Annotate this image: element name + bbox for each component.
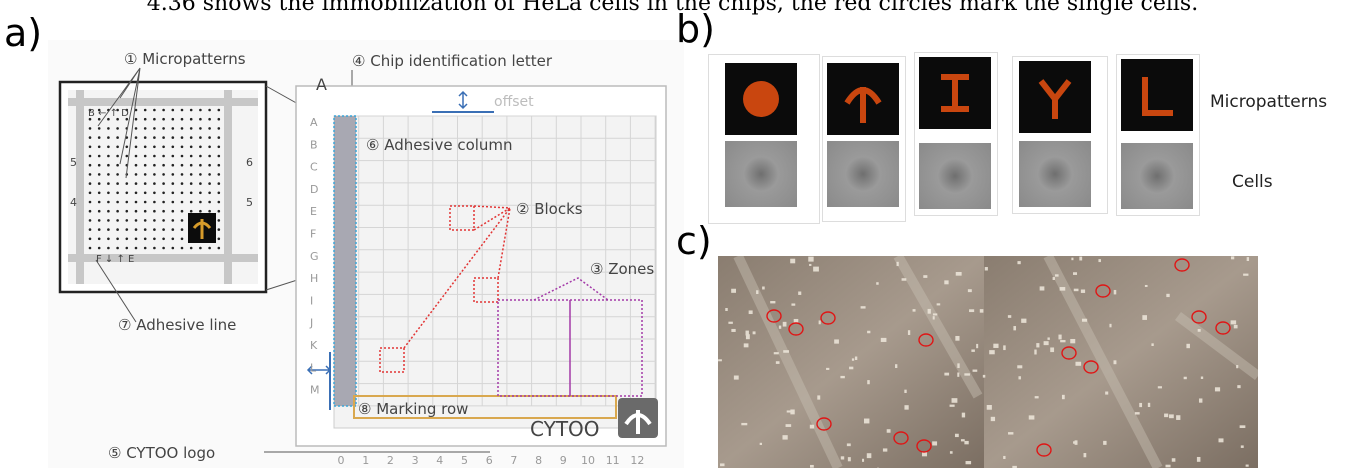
figure-caption-fragment: 4.36 shows the immobilization of HeLa ce… bbox=[146, 0, 1199, 16]
panel-a-letter: a) bbox=[4, 11, 43, 55]
inset-mark-bd: B ← ↑ D bbox=[88, 108, 129, 119]
cell-marker-circle bbox=[893, 431, 909, 445]
inset-mark-l5: 5 bbox=[70, 156, 77, 169]
cell-marker-circle bbox=[1191, 310, 1207, 324]
chip-column-label: 7 bbox=[510, 454, 517, 467]
chip-row-label: K bbox=[310, 339, 318, 352]
pattern-tile-h bbox=[914, 52, 998, 216]
cytoo-text: CYTOO bbox=[530, 417, 600, 441]
label-cytoo-logo: ⑤ CYTOO logo bbox=[108, 444, 215, 462]
chip-column-label: 0 bbox=[338, 454, 345, 467]
label-blocks: ② Blocks bbox=[516, 200, 583, 218]
chip-column-label: 3 bbox=[412, 454, 419, 467]
chip-column-label: 9 bbox=[560, 454, 567, 467]
label-micropatterns: ① Micropatterns bbox=[124, 50, 246, 68]
chip-row-label: A bbox=[310, 116, 318, 129]
chip-row-label: G bbox=[310, 250, 319, 263]
chip-diagram bbox=[295, 85, 667, 447]
chip-row-label: E bbox=[310, 205, 317, 218]
cell-marker-circle bbox=[918, 333, 934, 347]
chip-column-label: 2 bbox=[387, 454, 394, 467]
cell-marker-circle bbox=[1083, 360, 1099, 374]
cell-marker-circle bbox=[788, 322, 804, 336]
chip-column-label: 4 bbox=[436, 454, 443, 467]
chip-column-label: 10 bbox=[581, 454, 595, 467]
inset-mark-r5: 5 bbox=[246, 196, 253, 209]
cell-marker-circle bbox=[820, 311, 836, 325]
panel-c-letter: c) bbox=[676, 219, 712, 263]
label-marking-row: ⑧ Marking row bbox=[358, 400, 468, 418]
pattern-tile-disc bbox=[708, 54, 820, 224]
label-adhesive-line: ⑦ Adhesive line bbox=[118, 316, 236, 334]
chip-row-label: F bbox=[310, 228, 316, 241]
pattern-tile-crossbow bbox=[822, 56, 906, 222]
chip-column-label: 12 bbox=[630, 454, 644, 467]
inset-mark-l4: 4 bbox=[70, 196, 77, 209]
offset-label: offset bbox=[494, 94, 534, 110]
chip-row-label: L bbox=[310, 361, 317, 374]
chip-row-label: M bbox=[310, 384, 320, 397]
row-label-micropatterns: Micropatterns bbox=[1210, 92, 1328, 112]
chip-column-label: 5 bbox=[461, 454, 468, 467]
cell-marker-circle bbox=[1215, 321, 1231, 335]
cell-marker-circle bbox=[766, 309, 782, 323]
cell-marker-circle bbox=[1095, 284, 1111, 298]
label-chip-identification: ④ Chip identification letter bbox=[352, 52, 553, 70]
panel-a-figure: B ← ↑ D F ↓ ↑ E 5 4 6 5 bbox=[48, 40, 684, 468]
panel-c-micrographs bbox=[718, 256, 1258, 468]
chip-column-label: 8 bbox=[535, 454, 542, 467]
cell-marker-circle bbox=[1061, 346, 1077, 360]
cell-marker-circle bbox=[816, 417, 832, 431]
cell-marker-circle bbox=[916, 439, 932, 453]
cell-marker-circle bbox=[1036, 443, 1052, 457]
chip-column-label: 6 bbox=[486, 454, 493, 467]
chip-column-label: 11 bbox=[606, 454, 620, 467]
pattern-tile-l bbox=[1116, 54, 1200, 216]
inset-mark-r6: 6 bbox=[246, 156, 253, 169]
label-adhesive-column: ⑥ Adhesive column bbox=[366, 136, 513, 154]
chip-row-label: C bbox=[310, 161, 318, 174]
micropattern-inset bbox=[58, 80, 268, 294]
row-label-cells: Cells bbox=[1232, 172, 1273, 192]
label-zones: ③ Zones bbox=[590, 260, 654, 278]
chip-row-label: J bbox=[309, 317, 313, 330]
chip-row-label: D bbox=[310, 183, 318, 196]
chip-row-label: H bbox=[310, 272, 318, 285]
chip-row-label: I bbox=[310, 294, 313, 307]
chip-column-label: 1 bbox=[362, 454, 369, 467]
chip-letter: A bbox=[316, 75, 327, 94]
cell-marker-circle bbox=[1174, 258, 1190, 272]
panel-b-letter: b) bbox=[676, 7, 715, 51]
inset-mark-fe: F ↓ ↑ E bbox=[96, 254, 134, 265]
pattern-tile-y bbox=[1012, 56, 1108, 214]
chip-row-label: B bbox=[310, 138, 318, 151]
